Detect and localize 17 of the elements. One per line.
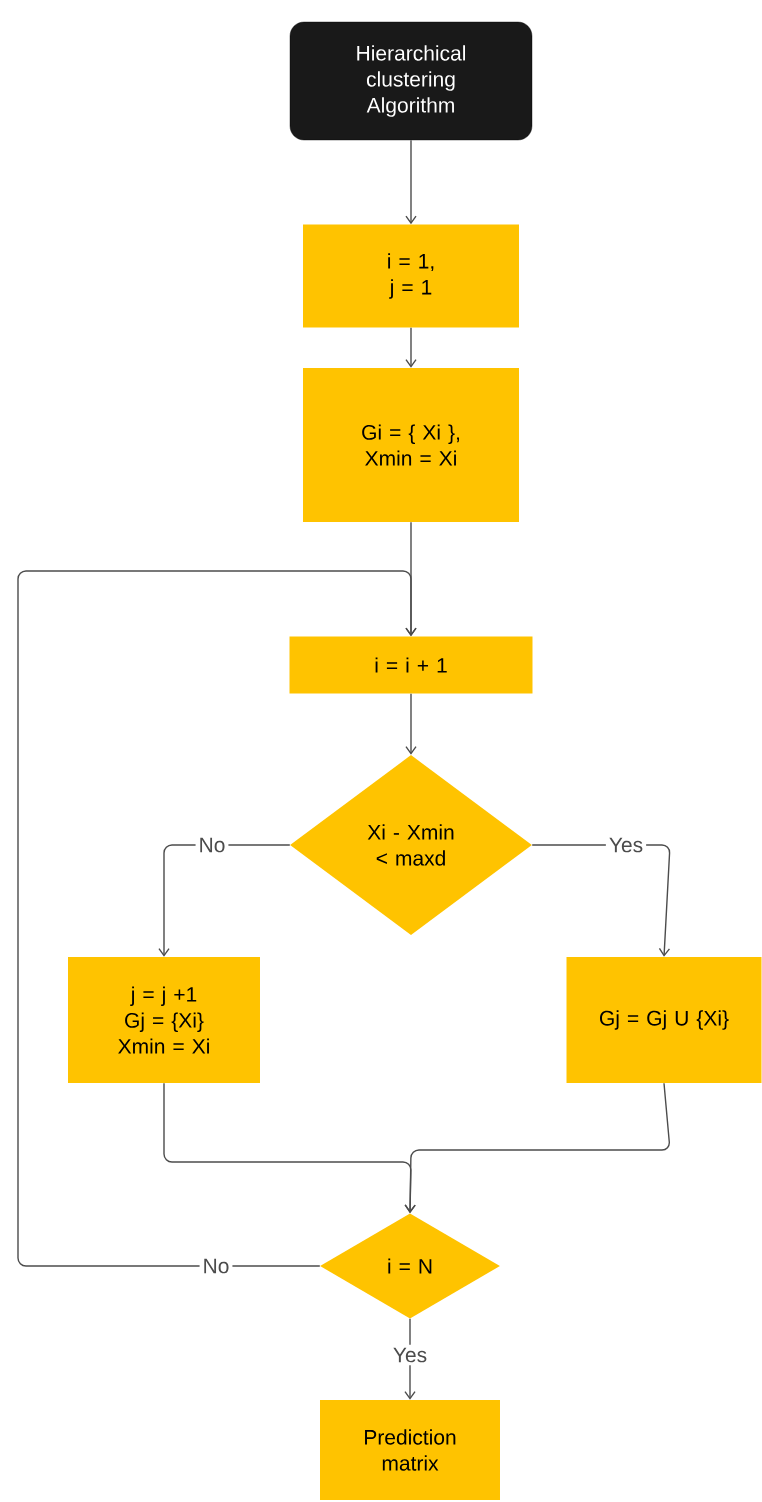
arrow [405, 139, 417, 225]
start-box: Hierarchical clustering Algorithm [289, 21, 533, 141]
arrow [404, 1082, 670, 1214]
arrow [158, 844, 291, 957]
arrow [405, 327, 417, 368]
process-box: j = j +1 Gj = {Xi} Xmin = Xi [68, 957, 260, 1083]
process-box: Prediction matrix [320, 1400, 500, 1500]
edge-label: Yes [389, 1344, 431, 1366]
process-box: i = 1, j = 1 [303, 224, 519, 328]
arrow [17, 570, 417, 1267]
process-box: Gj = Gj U {Xi} [566, 957, 762, 1083]
process-box: i = i + 1 [289, 636, 533, 694]
process-box: Gi = { Xi }, Xmin = Xi [303, 368, 519, 522]
edge-label: No [199, 1255, 233, 1277]
edge-label: Yes [605, 834, 647, 856]
arrow [405, 693, 417, 755]
edge-label: No [195, 834, 229, 856]
